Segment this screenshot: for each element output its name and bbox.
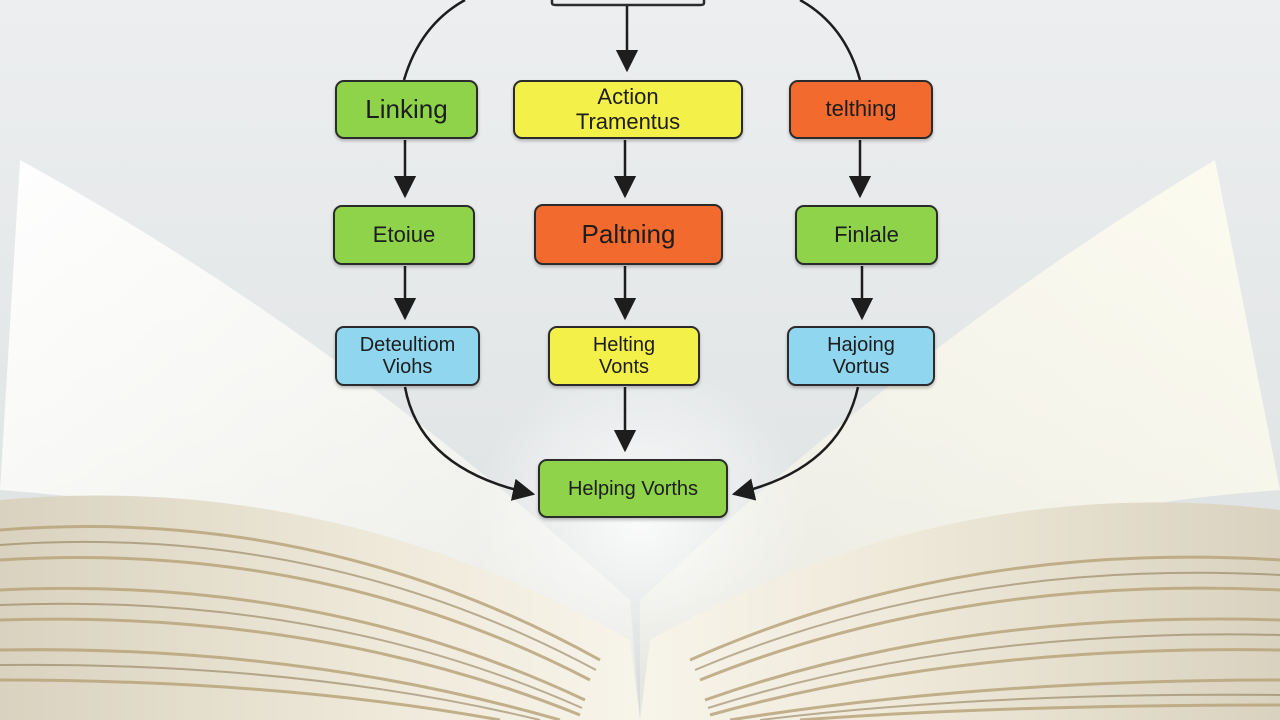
- node-finlale-label: Finlale: [834, 221, 899, 247]
- arrow-hajoing-to-helping: [731, 386, 860, 501]
- open-book-icon: [0, 495, 1280, 720]
- node-action-tramentus-label: Action Tramentus: [575, 84, 681, 134]
- arrow-deteultiom-to-helping: [403, 386, 536, 501]
- light-glow: [470, 360, 810, 680]
- node-helting-vonts-label: Helting Vonts: [592, 334, 656, 378]
- node-deteultiom-viohs-label: Deteultiom Viohs: [359, 334, 456, 378]
- node-telthing-label: telthing: [825, 96, 897, 122]
- node-finlale: Finlale: [795, 205, 938, 265]
- node-helping-vorths: Helping Vorths: [538, 459, 728, 518]
- top-node-edge: [550, 0, 706, 7]
- node-hajoing-vortus-label: Hajoing Vortus: [827, 334, 895, 378]
- node-action-tramentus: Action Tramentus: [513, 80, 743, 139]
- node-paltning: Paltning: [534, 204, 723, 265]
- node-telthing: telthing: [789, 80, 933, 139]
- node-etoiue-label: Etoiue: [372, 221, 436, 247]
- node-hajoing-vortus: Hajoing Vortus: [787, 326, 935, 386]
- node-helting-vonts: Helting Vonts: [548, 326, 700, 386]
- node-linking-label: Linking: [365, 94, 448, 125]
- node-etoiue: Etoiue: [333, 205, 475, 265]
- arc-top-left: [402, 0, 466, 81]
- node-helping-vorths-label: Helping Vorths: [567, 477, 699, 500]
- arc-top-right: [799, 0, 862, 81]
- diagram-connectors: [393, 0, 874, 501]
- node-paltning-label: Paltning: [581, 219, 676, 250]
- node-deteultiom-viohs: Deteultiom Viohs: [335, 326, 480, 386]
- node-linking: Linking: [335, 80, 478, 139]
